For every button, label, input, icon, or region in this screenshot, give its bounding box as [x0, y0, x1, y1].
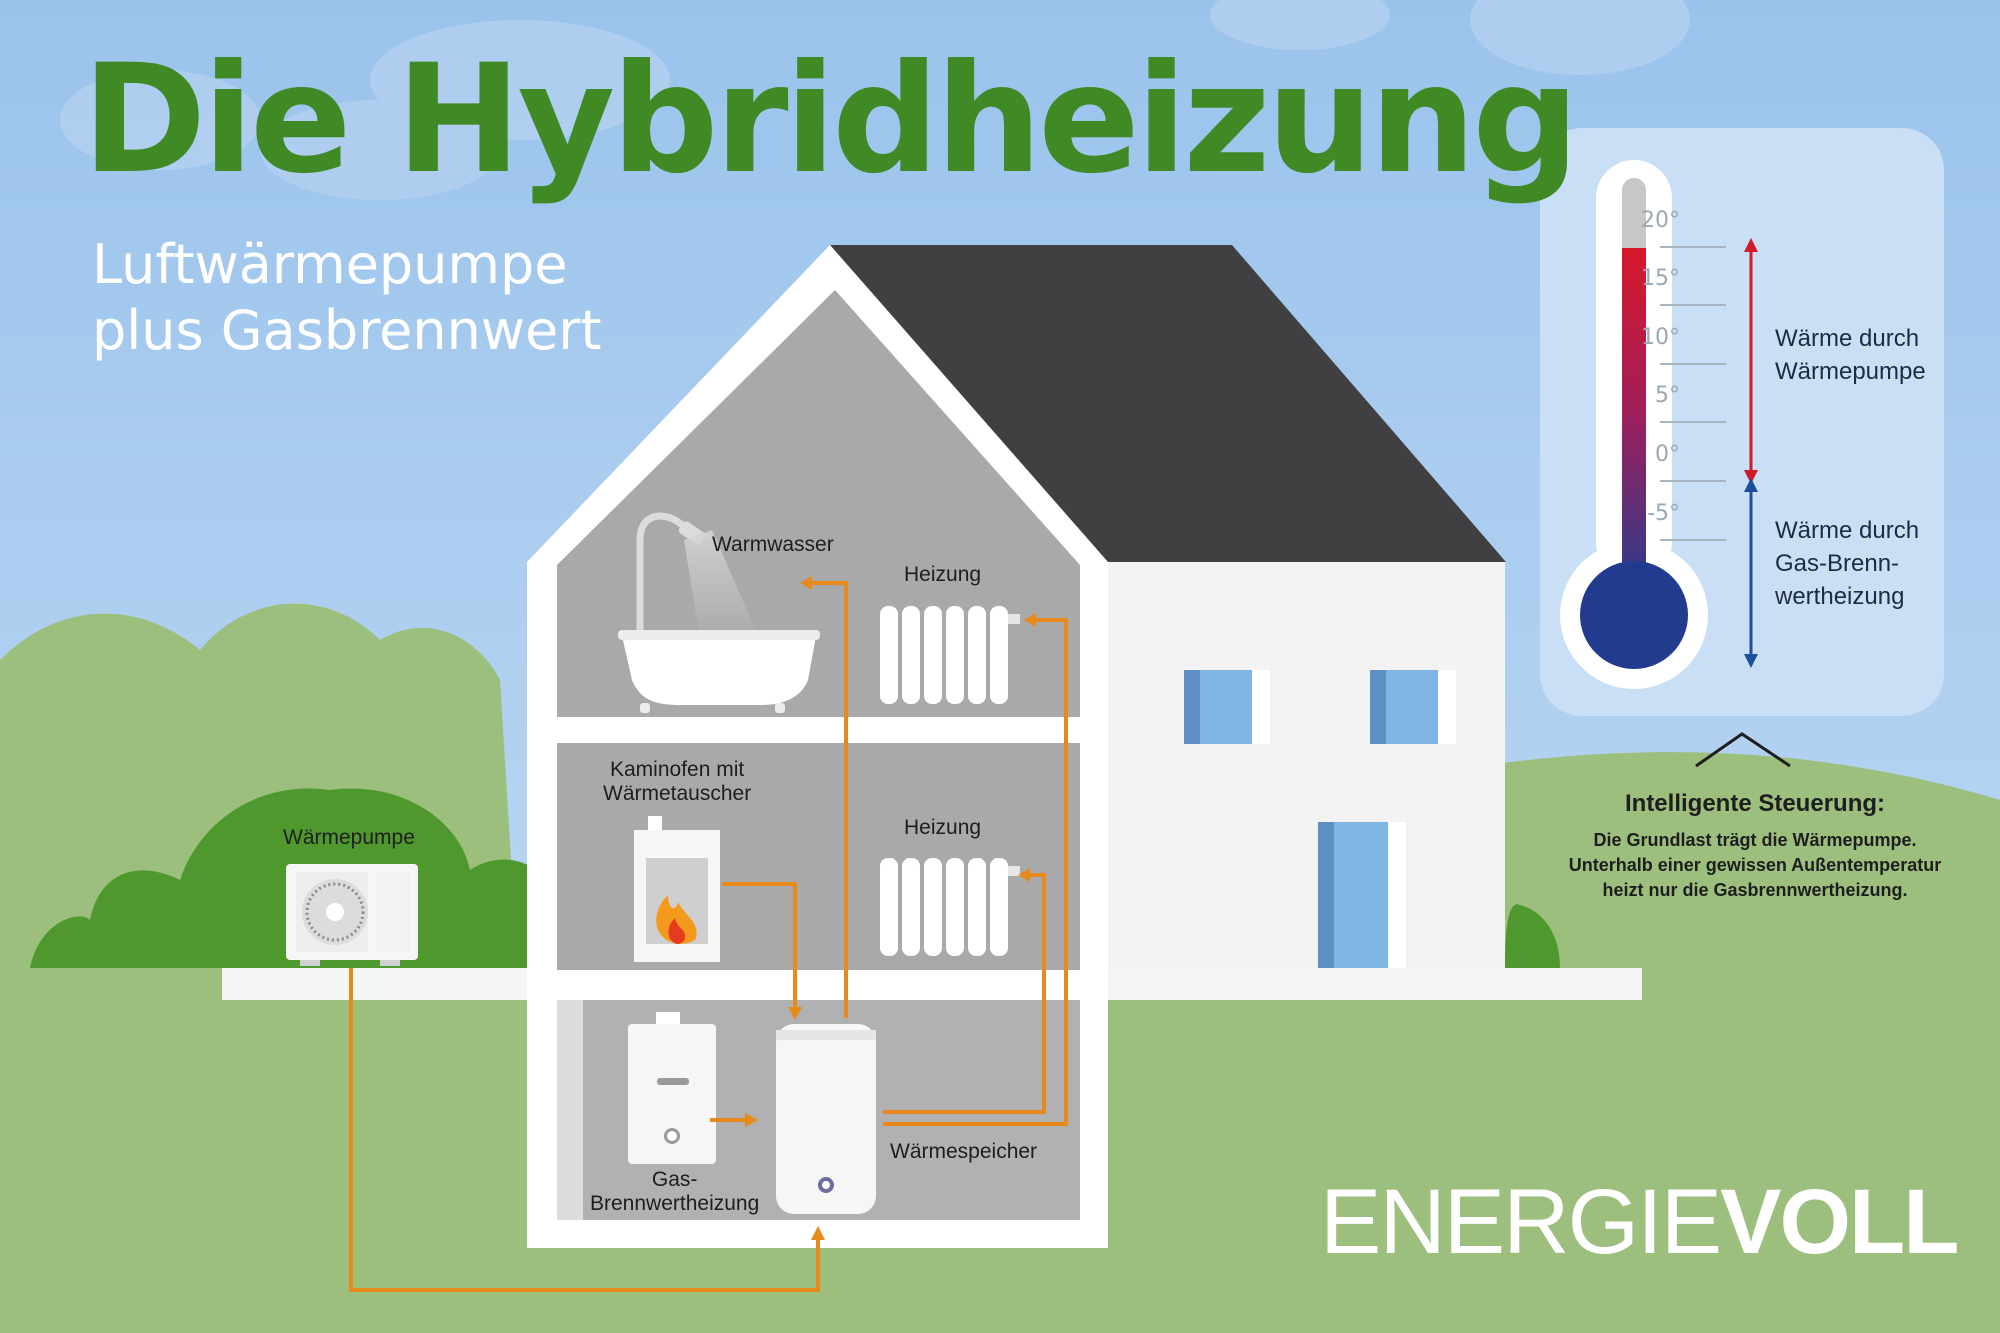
tick-label-10: 10°: [1641, 325, 1680, 350]
fireplace-stove: [634, 816, 720, 962]
thermometer-tick-lines: [1660, 246, 1726, 541]
label-kaminofen: Kaminofen mit Wärmetauscher: [603, 758, 751, 806]
brand-logo: ENERGIEVOLL: [1320, 1170, 1959, 1275]
tick-label-5: 5°: [1655, 383, 1680, 408]
floor-1: [557, 717, 1080, 743]
label-waerme-waermepumpe: Wärme durch Wärmepumpe: [1775, 322, 1926, 388]
flow-arrowheads: [745, 576, 1036, 1240]
gas-boiler: [628, 1012, 716, 1164]
subtitle-line-2: plus Gasbrennwert: [92, 299, 602, 362]
subtitle-line-1: Luftwärmepumpe: [92, 233, 568, 296]
page-title: Die Hybridheizung: [82, 33, 1580, 207]
control-line-3: heizt nur die Gasbrennwertheizung.: [1602, 880, 1908, 900]
control-title: Intelligente Steuerung:: [1624, 790, 1885, 817]
tick-label-minus-5: -5°: [1647, 501, 1680, 526]
label-gas-brennwertheizung: Gas- Brennwertheizung: [590, 1168, 759, 1216]
label-waerme-gasbrennwert: Wärme durch Gas-Brenn- wertheizung: [1775, 514, 1919, 613]
brand-part-1: ENERGIE: [1320, 1171, 1722, 1273]
bathtub-with-shower: [618, 512, 820, 713]
radiator-top: [880, 606, 1020, 704]
label-waermepumpe: Wärmepumpe: [283, 826, 415, 849]
control-line-1: Die Grundlast trägt die Wärmepumpe.: [1593, 830, 1917, 850]
tick-label-0: 0°: [1655, 442, 1680, 467]
label-kaminofen-line-1: Kaminofen mit: [609, 758, 745, 781]
lower-label-line-2: Gas-Brenn-: [1775, 550, 1900, 577]
heat-pump-unit: [286, 864, 418, 966]
upper-label-line-2: Wärmepumpe: [1775, 358, 1926, 385]
heat-storage-tank: [776, 1024, 876, 1214]
control-chevron: [1695, 732, 1791, 768]
thermometer: [1560, 160, 1708, 689]
floor-2: [557, 970, 1080, 1000]
lower-label-line-1: Wärme durch: [1775, 517, 1920, 544]
label-heizung-middle: Heizung: [904, 816, 982, 839]
house-roof: [830, 245, 1506, 562]
tick-label-20: 20°: [1641, 208, 1680, 233]
control-line-2: Unterhalb einer gewissen Außentemperatur: [1568, 855, 1942, 875]
radiator-middle: [880, 858, 1020, 956]
windows: [1184, 670, 1456, 744]
clouds: [60, 0, 1690, 200]
label-kaminofen-line-2: Wärmetauscher: [603, 782, 752, 805]
label-gas-line-2: Brennwertheizung: [590, 1192, 760, 1215]
label-gas-line-1: Gas-: [651, 1168, 698, 1191]
label-warmwasser: Warmwasser: [712, 533, 834, 556]
upper-label-line-1: Wärme durch: [1775, 325, 1920, 352]
house-wing-wall: [1090, 560, 1505, 970]
door: [1318, 822, 1406, 968]
control-explanation: Intelligente Steuerung: Die Grundlast tr…: [1530, 790, 1980, 903]
range-arrows: [1744, 238, 1758, 668]
brand-part-2: VOLL: [1720, 1171, 1959, 1273]
subtitle: Luftwärmepumpe plus Gasbrennwert: [92, 232, 602, 364]
lower-label-line-3: wertheizung: [1775, 583, 1905, 610]
flow-lines: [349, 581, 1068, 1292]
label-heizung-top: Heizung: [904, 563, 982, 586]
tick-label-15: 15°: [1641, 266, 1680, 291]
label-waermespeicher: Wärmespeicher: [890, 1140, 1038, 1163]
